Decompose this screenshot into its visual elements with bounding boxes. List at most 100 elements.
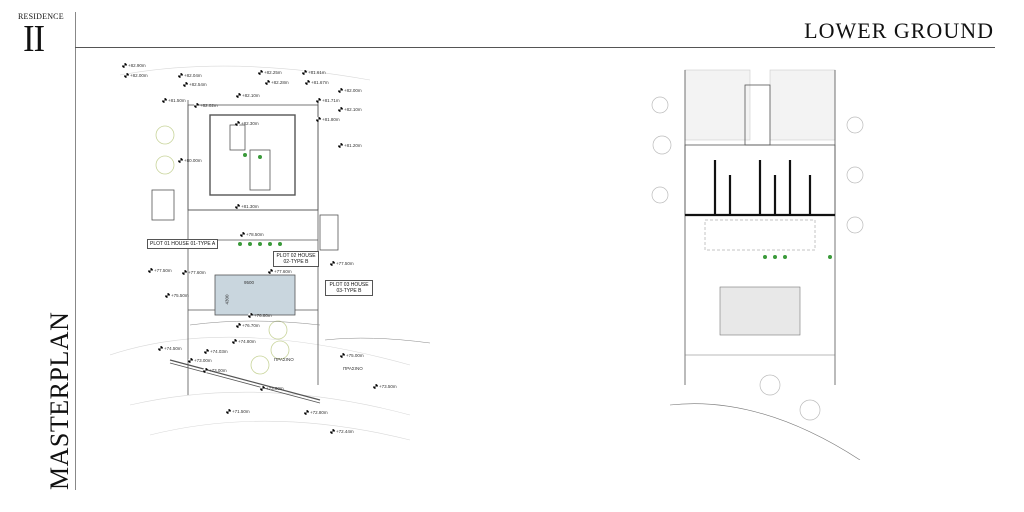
brand-main: II bbox=[23, 18, 45, 60]
level-marker: +82.90m bbox=[122, 62, 146, 69]
level-marker-icon bbox=[178, 73, 183, 79]
level-marker-icon bbox=[340, 353, 345, 359]
level-value: +82.04m bbox=[184, 73, 202, 78]
level-marker-icon bbox=[373, 384, 378, 390]
level-marker-icon bbox=[316, 98, 321, 104]
level-marker: +82.54m bbox=[183, 81, 207, 88]
level-marker-icon bbox=[268, 269, 273, 275]
level-value: +81.50m bbox=[168, 98, 186, 103]
level-marker-icon bbox=[188, 358, 193, 364]
level-marker: +81.61m bbox=[302, 69, 326, 76]
level-value: +72.80m bbox=[310, 410, 328, 415]
level-marker-icon bbox=[338, 107, 343, 113]
level-value: +73.00m bbox=[194, 358, 212, 363]
level-marker-icon bbox=[258, 70, 263, 76]
level-value: +74.50m bbox=[164, 346, 182, 351]
level-marker-icon bbox=[194, 103, 199, 109]
level-value: +81.20m bbox=[344, 143, 362, 148]
level-marker-icon bbox=[260, 386, 265, 392]
level-marker-icon bbox=[182, 270, 187, 276]
level-marker-icon bbox=[158, 346, 163, 352]
level-marker: +78.50m bbox=[240, 231, 264, 238]
level-marker-icon bbox=[304, 410, 309, 416]
level-value: +82.25m bbox=[264, 70, 282, 75]
level-value: +81.67m bbox=[311, 80, 329, 85]
plot-label-03: PLOT 03 HOUSE 03-TYPE B bbox=[325, 280, 373, 296]
level-value: +77.60m bbox=[188, 270, 206, 275]
level-value: +77.50m bbox=[336, 261, 354, 266]
level-marker-icon bbox=[204, 349, 209, 355]
level-value: +82.28m bbox=[271, 80, 289, 85]
level-marker: +73.00m bbox=[188, 357, 212, 364]
level-value: +82.02m bbox=[200, 103, 218, 108]
pool bbox=[214, 274, 296, 316]
level-marker-icon bbox=[236, 323, 241, 329]
level-marker: +76.80m bbox=[248, 312, 272, 319]
level-value: +82.90m bbox=[128, 63, 146, 68]
level-value: +82.00m bbox=[130, 73, 148, 78]
level-marker: +75.50m bbox=[165, 292, 189, 299]
divider-horizontal bbox=[75, 47, 995, 48]
level-value: +73.00m bbox=[266, 386, 284, 391]
level-value: +75.50m bbox=[171, 293, 189, 298]
level-value: +76.70m bbox=[242, 323, 260, 328]
lower-ground-plan-drawing bbox=[651, 69, 864, 460]
masterplan-drawing bbox=[110, 65, 430, 441]
level-value: +82.10m bbox=[242, 93, 260, 98]
level-marker-icon bbox=[165, 293, 170, 299]
level-value: +74.03m bbox=[210, 349, 228, 354]
level-value: +76.80m bbox=[254, 313, 272, 318]
plot-label-01: PLOT 01 HOUSE 01-TYPE A bbox=[147, 239, 219, 249]
level-marker: +82.30m bbox=[235, 120, 259, 127]
level-marker-icon bbox=[240, 232, 245, 238]
sheet-title: LOWER GROUND bbox=[804, 18, 994, 43]
level-value: +81.80m bbox=[322, 117, 340, 122]
plot-label-02: PLOT 02 HOUSE 02-TYPE B bbox=[273, 251, 319, 267]
level-marker-icon bbox=[248, 313, 253, 319]
level-marker: +74.80m bbox=[232, 338, 256, 345]
level-value: +78.50m bbox=[246, 232, 264, 237]
level-marker: +71.50m bbox=[226, 408, 250, 415]
level-marker-icon bbox=[305, 80, 310, 86]
level-marker: +77.50m bbox=[330, 260, 354, 267]
level-marker: +82.10m bbox=[338, 106, 362, 113]
level-value: +77.60m bbox=[274, 269, 292, 274]
level-marker: +81.30m bbox=[235, 203, 259, 210]
level-marker: +77.60m bbox=[182, 269, 206, 276]
level-marker: +80.00m bbox=[178, 157, 202, 164]
level-value: +80.00m bbox=[184, 158, 202, 163]
level-marker-icon bbox=[232, 339, 237, 345]
brand-sub: RESIDENCE bbox=[18, 12, 64, 21]
level-marker: +81.20m bbox=[338, 142, 362, 149]
level-marker-icon bbox=[122, 63, 127, 69]
level-marker: +77.60m bbox=[268, 268, 292, 275]
level-marker-icon bbox=[338, 143, 343, 149]
green-area-label: ΠΡΑΣΙΝΟ bbox=[343, 366, 363, 371]
pool-dimension: 9500 bbox=[244, 280, 255, 285]
level-value: +74.80m bbox=[238, 339, 256, 344]
level-marker: +72.44m bbox=[330, 428, 354, 435]
divider-vertical bbox=[75, 12, 76, 490]
level-marker-icon bbox=[183, 82, 188, 88]
level-marker: +82.00m bbox=[124, 72, 148, 79]
level-marker: +81.71m bbox=[316, 97, 340, 104]
level-value: +73.00m bbox=[209, 368, 227, 373]
level-marker: +73.00m bbox=[260, 385, 284, 392]
level-marker-icon bbox=[203, 368, 208, 374]
level-marker: +73.00m bbox=[203, 367, 227, 374]
level-marker-icon bbox=[178, 158, 183, 164]
pool-dimension-height: 4300 bbox=[224, 294, 230, 305]
level-value: +81.61m bbox=[308, 70, 326, 75]
level-marker: +73.50m bbox=[373, 383, 397, 390]
level-marker: +82.02m bbox=[194, 102, 218, 109]
level-value: +82.10m bbox=[344, 107, 362, 112]
level-value: +82.30m bbox=[241, 121, 259, 126]
level-marker: +82.25m bbox=[258, 69, 282, 76]
level-marker: +74.50m bbox=[158, 345, 182, 352]
level-value: +71.50m bbox=[232, 409, 250, 414]
level-marker-icon bbox=[235, 121, 240, 127]
level-marker-icon bbox=[316, 117, 321, 123]
level-marker: +74.03m bbox=[204, 348, 228, 355]
level-marker: +81.67m bbox=[305, 79, 329, 86]
level-marker: +75.00m bbox=[340, 352, 364, 359]
